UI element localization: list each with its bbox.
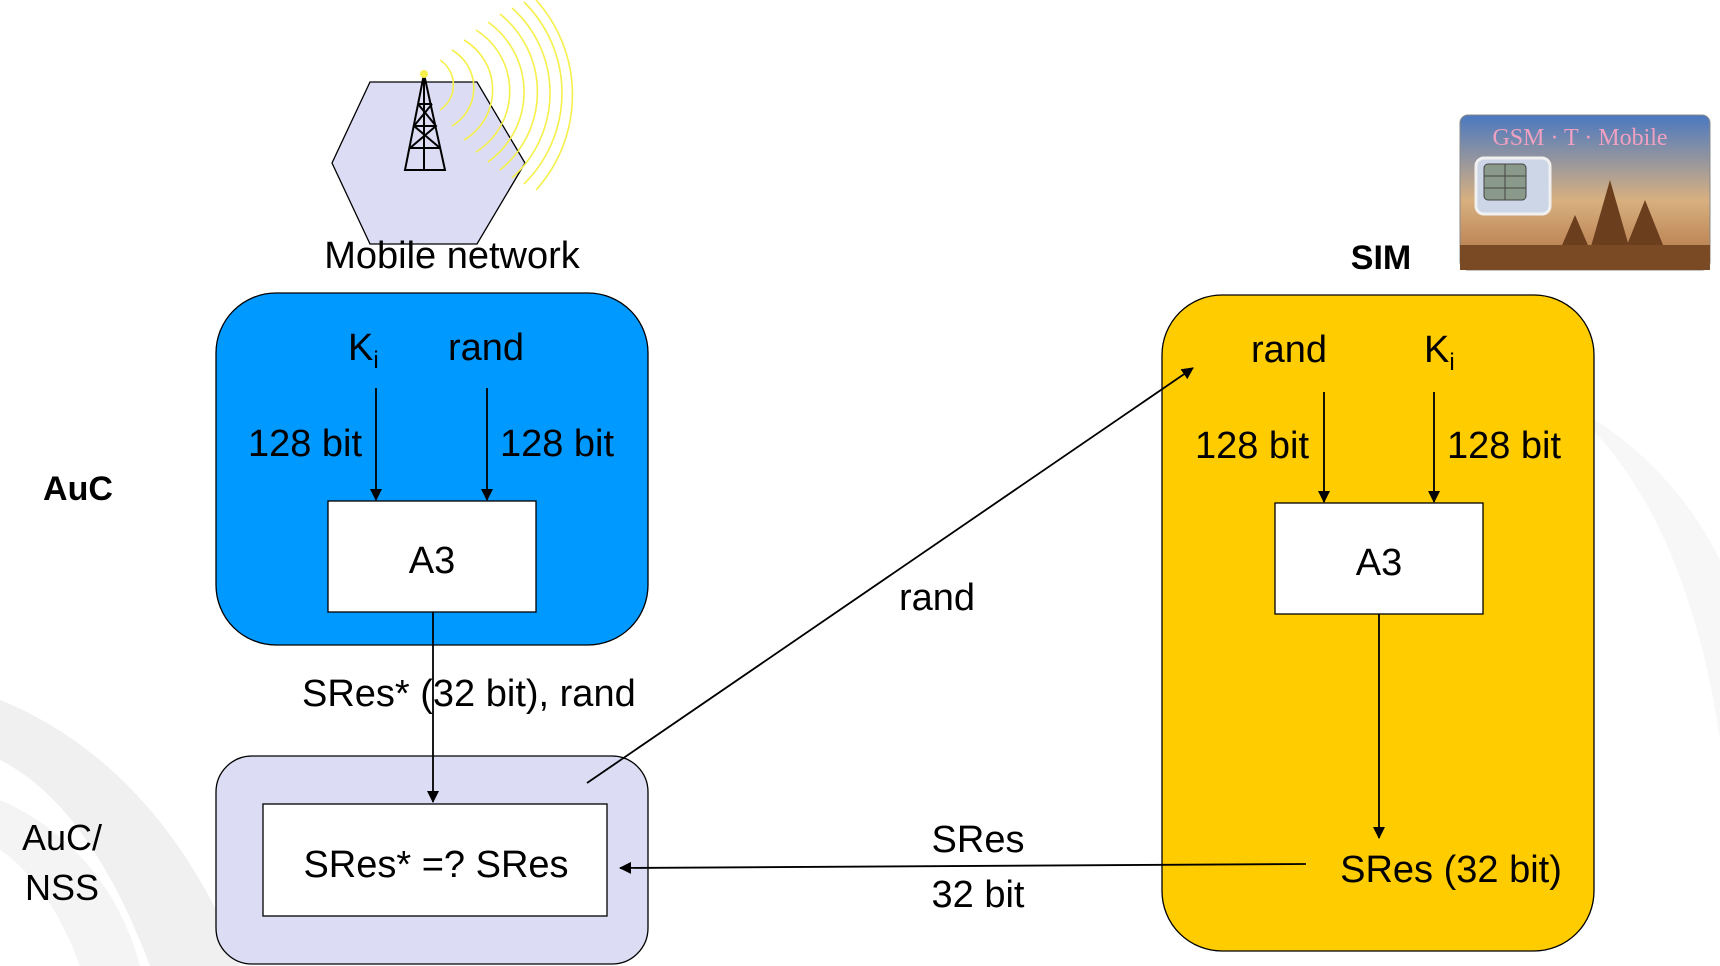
sim-card-image: GSM · T · Mobile [1459,114,1711,271]
sres-return-arrow [619,861,1307,874]
auc-nss-label-line1: AuC/ [22,817,102,858]
sim-ki-label: Ki [1424,329,1455,376]
auc-output-flow-label: SRes* (32 bit), rand [302,673,636,715]
auc-box: Ki rand 128 bit 128 bit A3 [215,292,649,646]
auc-a3-block [327,500,537,613]
sim-ki-bits-label: 128 bit [1447,425,1562,467]
sim-sres-output: SRes (32 bit) [1340,849,1562,891]
antenna-tower-icon [403,73,447,171]
temple-silhouette [1460,180,1710,270]
sim-label: SIM [1351,239,1411,277]
auc-nss-label-line2: NSS [25,867,99,908]
sres-bits-flow-label: 32 bit [932,874,1025,916]
auc-ki-label: Ki [348,327,379,374]
sim-a3-block [1274,502,1484,615]
network-hexagon [331,81,526,245]
mobile-network-label: Mobile network [324,235,581,277]
mobile-network-icon [331,0,574,245]
sim-rand-bits-label: 128 bit [1195,425,1310,467]
signal-waves-icon [439,0,574,191]
auc-ki-bits-label: 128 bit [248,423,363,465]
rand-flow-label: rand [899,577,975,619]
sim-box: rand Ki 128 bit 128 bit A3 SRes (32 bit) [1161,294,1595,952]
sres-flow-label: SRes [932,819,1025,861]
sim-rand-label: rand [1251,329,1327,371]
auc-rand-label: rand [448,327,524,369]
auc-side-label: AuC [43,470,113,508]
antenna-tip [420,70,428,78]
auc-a3-label: A3 [409,540,455,582]
compare-box: SRes* =? SRes [215,755,649,965]
sim-a3-label: A3 [1356,542,1402,584]
background-swoosh [0,400,1720,966]
compare-expression-block [262,803,608,917]
sim-card-brand: GSM · T · Mobile [1492,125,1667,151]
flow-arrows [427,367,1307,874]
auc-rand-bits-label: 128 bit [500,423,615,465]
sim-chip-icon [1483,163,1527,201]
compare-expression: SRes* =? SRes [303,844,568,886]
rand-to-sim-arrow [586,367,1194,784]
